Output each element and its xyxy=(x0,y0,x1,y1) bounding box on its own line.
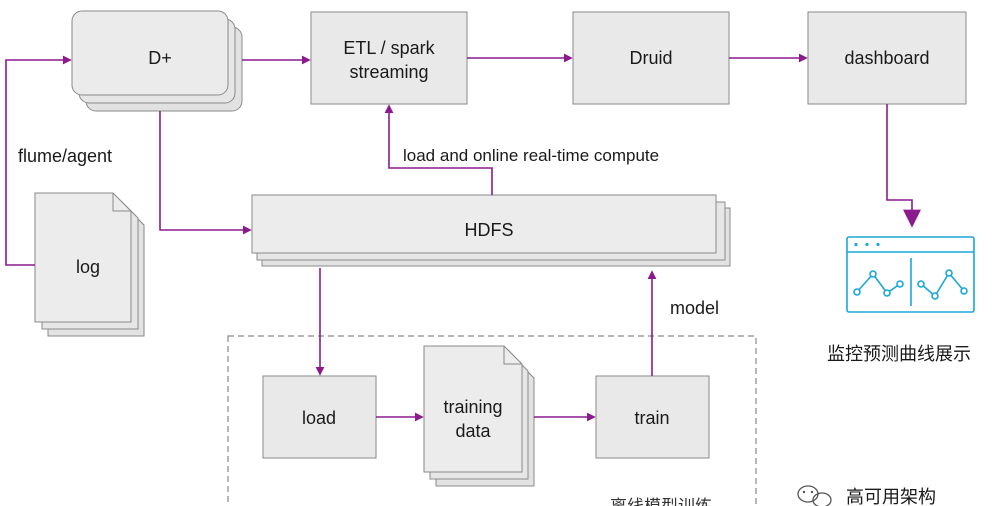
training-data-label-line1: training xyxy=(443,397,502,417)
model-label: model xyxy=(670,298,719,318)
druid-label: Druid xyxy=(629,48,672,68)
dashboard-node[interactable]: dashboard xyxy=(807,11,967,105)
dashboard-label: dashboard xyxy=(844,48,929,68)
etl-label-line1: ETL / spark xyxy=(343,38,435,58)
edge-log-to-dplus xyxy=(5,55,72,266)
d-plus-node[interactable]: D+ xyxy=(71,10,243,112)
offline-training-label: 离线模型训练 xyxy=(610,497,712,506)
etl-node[interactable]: ETL / spark streaming xyxy=(310,11,468,105)
flume-agent-label: flume/agent xyxy=(18,146,112,166)
edge-dashboard-to-monitor xyxy=(886,104,921,228)
load-node[interactable]: load xyxy=(262,375,377,459)
edges xyxy=(5,53,921,422)
edge-dplus-to-hdfs xyxy=(159,111,252,235)
load-online-label: load and online real-time compute xyxy=(403,146,659,165)
training-data-node[interactable]: training data xyxy=(423,345,535,487)
watermark-text: 高可用架构 xyxy=(846,487,936,506)
etl-label-line2: streaming xyxy=(349,62,428,82)
druid-node[interactable]: Druid xyxy=(572,11,730,105)
hdfs-label: HDFS xyxy=(465,220,514,240)
offline-training-region: 离线模型训练 xyxy=(227,335,757,506)
log-label: log xyxy=(76,257,100,277)
log-node[interactable]: log xyxy=(34,192,145,337)
hdfs-node[interactable]: HDFS xyxy=(251,194,731,267)
monitor-caption: 监控预测曲线展示 xyxy=(827,344,971,365)
training-data-label-line2: data xyxy=(455,421,491,441)
line-chart-monitor-icon xyxy=(846,236,975,313)
wechat-icon xyxy=(797,485,832,506)
train-label: train xyxy=(634,408,669,428)
d-plus-label: D+ xyxy=(148,48,172,68)
train-node[interactable]: train xyxy=(595,375,710,459)
edge-hdfs-to-etl xyxy=(384,104,493,195)
load-label: load xyxy=(302,408,336,428)
